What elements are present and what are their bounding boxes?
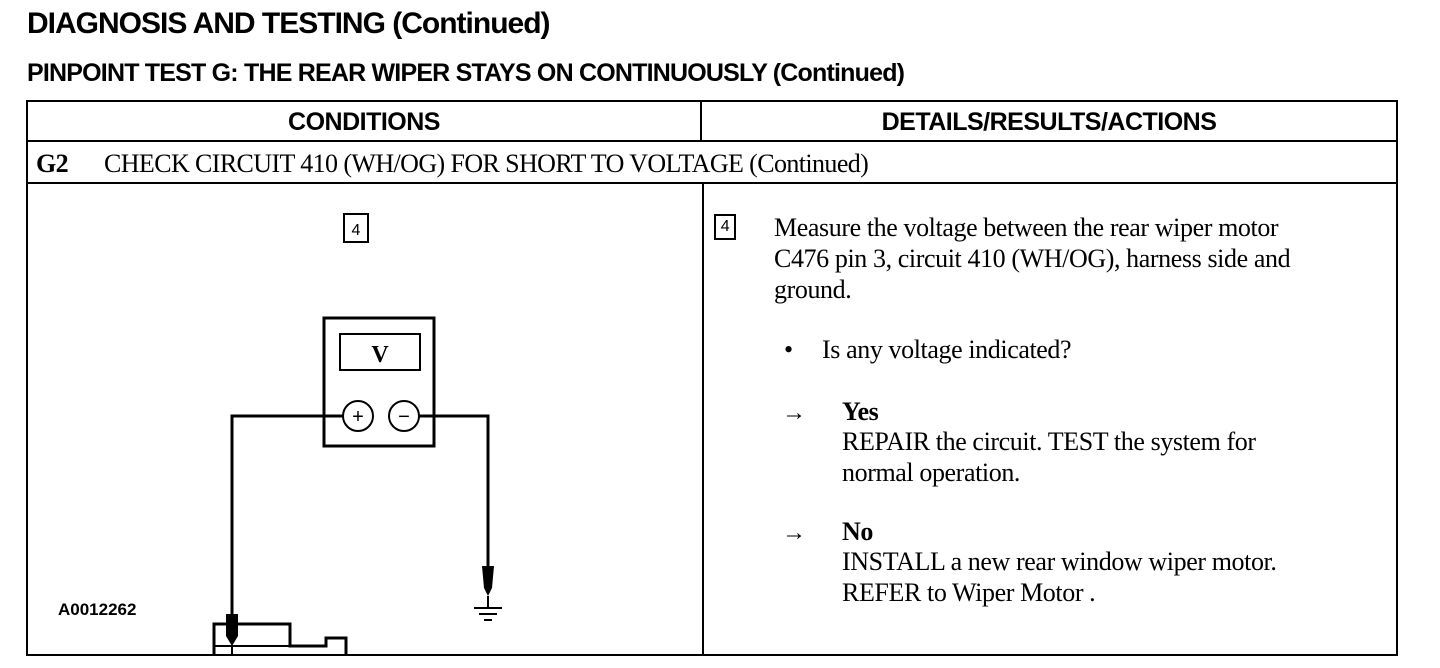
voltmeter-label: V [371,342,389,368]
page-subtitle: PINPOINT TEST G: THE REAR WIPER STAYS ON… [27,59,905,87]
arrow-icon: → [782,400,806,426]
diagram-step-number: 4 [352,222,361,239]
option-line: REPAIR the circuit. TEST the system for [842,427,1256,456]
details-step-box: 4 [714,214,736,240]
instruction-line: C476 pin 3, circuit 410 (WH/OG), harness… [774,244,1291,273]
measure-instruction: Measure the voltage between the rear wip… [774,212,1394,305]
conditions-cell: 4 V + − [28,184,702,656]
option-yes-text: REPAIR the circuit. TEST the system for … [842,426,1392,488]
positive-lead [230,414,343,624]
column-divider [702,184,704,656]
page-title: DIAGNOSIS AND TESTING (Continued) [27,7,551,40]
option-no-text: INSTALL a new rear window wiper motor. R… [842,546,1392,608]
step-id: G2 [36,149,69,178]
bullet-icon: • [784,335,793,364]
arrow-icon: → [782,520,806,546]
negative-lead [419,414,490,568]
instruction-line: Measure the voltage between the rear wip… [774,213,1279,242]
instruction-line: ground. [774,275,852,304]
figure-id: A0012262 [58,600,137,619]
connector-housing [212,622,348,656]
pinpoint-test-table: CONDITIONS DETAILS/RESULTS/ACTIONS G2 CH… [26,100,1398,656]
details-header: DETAILS/RESULTS/ACTIONS [881,108,1217,136]
option-yes-label: Yes [842,397,879,426]
positive-probe [226,614,238,646]
ground-probe [482,566,494,596]
negative-symbol: − [398,406,410,428]
step-row: G2 CHECK CIRCUIT 410 (WH/OG) FOR SHORT T… [28,142,1396,184]
question-text: Is any voltage indicated? [822,335,1072,364]
voltmeter-diagram: 4 V + − [212,213,502,656]
voltmeter-display [339,333,421,371]
positive-symbol: + [352,406,364,428]
step-title: CHECK CIRCUIT 410 (WH/OG) FOR SHORT TO V… [104,149,869,178]
option-line: REFER to Wiper Motor . [842,578,1096,607]
option-line: normal operation. [842,458,1021,487]
conditions-header: CONDITIONS [28,102,702,140]
voltmeter-body [322,316,436,448]
option-line: INSTALL a new rear window wiper motor. [842,547,1277,576]
option-no-label: No [842,517,873,546]
diagram-step-box [343,213,369,243]
table-header-row: CONDITIONS DETAILS/RESULTS/ACTIONS [28,102,1396,142]
details-cell: 4 Measure the voltage between the rear w… [704,184,1396,656]
